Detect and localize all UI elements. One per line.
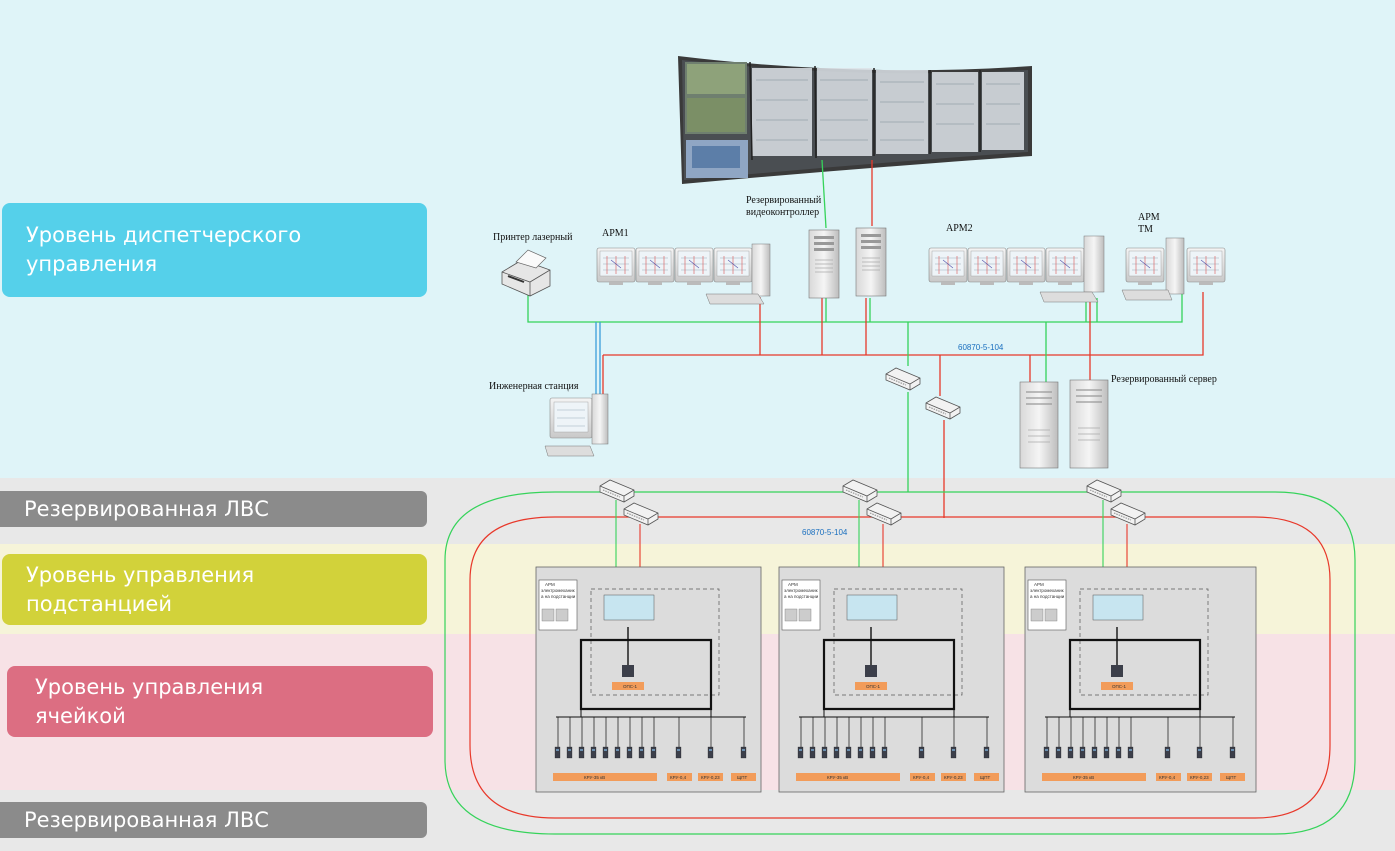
ring-switch-3b xyxy=(1110,502,1146,526)
sub3-ops: ОПС-1 xyxy=(1112,684,1126,689)
sub3-arm-line1: АРМ xyxy=(1034,582,1044,587)
engineering-station xyxy=(544,393,609,457)
sub1-label-1: КРУ-0,4 xyxy=(670,775,687,780)
sub2-ops: ОПС-1 xyxy=(866,684,880,689)
sub1-label-0: КРУ-35 кВ xyxy=(584,775,605,780)
cell-level-label: Уровень управления ячейкой xyxy=(7,666,433,737)
arm-tm-workstation xyxy=(1121,237,1226,301)
videocontroller-label-1: Резервированный xyxy=(746,195,822,206)
substation-level-label: Уровень управления подстанцией xyxy=(2,554,427,625)
arm2-label: АРМ2 xyxy=(946,223,973,234)
substation-panel-2 xyxy=(778,566,1005,793)
arm-tm-label-1: АРМ xyxy=(1138,212,1160,223)
arm1-label: АРМ1 xyxy=(602,228,629,239)
dispatch-level-text: Уровень диспетчерского управления xyxy=(26,223,302,276)
sub2-label-1: КРУ-0,4 xyxy=(913,775,930,780)
dispatch-level-label: Уровень диспетчерского управления xyxy=(2,203,427,297)
ring-switch-2b xyxy=(866,502,902,526)
sub2-arm-line3: а на подстанции xyxy=(784,594,819,599)
sub2-arm-line1: АРМ xyxy=(788,582,798,587)
sub2-label-2: КРУ-0,23 xyxy=(944,775,963,780)
sub3-label-0: КРУ-35 кВ xyxy=(1073,775,1094,780)
sub3-label-1: КРУ-0,4 xyxy=(1159,775,1176,780)
lan-bottom-label: Резервированная ЛВС xyxy=(0,802,427,838)
sub3-label-3: ЩПТ xyxy=(1226,775,1236,780)
sub1-arm-line3: а на подстанции xyxy=(541,594,576,599)
videocontroller-label-2: видеоконтроллер xyxy=(746,207,819,218)
ring-switch-1b xyxy=(623,502,659,526)
ring-switch-3a xyxy=(1086,479,1122,503)
substation-panel-1 xyxy=(535,566,762,793)
lan-top-label: Резервированная ЛВС xyxy=(0,491,427,527)
dispatch-switch-1 xyxy=(885,367,921,391)
sub1-arm-line1: АРМ xyxy=(545,582,555,587)
sub3-label-2: КРУ-0,23 xyxy=(1190,775,1209,780)
ring-switch-2a xyxy=(842,479,878,503)
substation-1-labels: АРМ электромеханик а на подстанции ОПС-1… xyxy=(541,582,747,780)
videocontroller-servers xyxy=(808,227,887,299)
laser-printer-icon xyxy=(501,249,551,297)
redundant-servers xyxy=(1019,379,1109,469)
sub1-arm-line2: электромеханик xyxy=(541,588,575,593)
sub2-label-0: КРУ-35 кВ xyxy=(827,775,848,780)
substation-panel-3 xyxy=(1024,566,1257,793)
protocol-label-ring: 60870-5-104 xyxy=(802,528,848,537)
printer-label: Принтер лазерный xyxy=(493,232,573,243)
dispatch-network-lines xyxy=(527,159,1204,518)
substation-2-labels: АРМ электромеханик а на подстанции ОПС-1… xyxy=(784,582,990,780)
protocol-label-top: 60870-5-104 xyxy=(958,343,1004,352)
sub2-arm-line2: электромеханик xyxy=(784,588,818,593)
lan-top-text: Резервированная ЛВС xyxy=(24,496,269,521)
engineering-station-label: Инженерная станция xyxy=(489,381,579,392)
lan-bottom-text: Резервированная ЛВС xyxy=(24,807,269,832)
sub3-arm-line3: а на подстанции xyxy=(1030,594,1065,599)
sub2-label-3: ЩПТ xyxy=(980,775,990,780)
redundant-server-label: Резервированный сервер xyxy=(1111,374,1217,385)
arm2-workstation xyxy=(928,235,1105,303)
sub1-label-3: ЩПТ xyxy=(737,775,747,780)
substation-3-labels: АРМ электромеханик а на подстанции ОПС-1… xyxy=(1030,582,1236,780)
arm-tm-label-2: ТМ xyxy=(1138,224,1153,235)
ring-switch-1a xyxy=(599,479,635,503)
cell-level-text: Уровень управления ячейкой xyxy=(35,674,264,728)
lan-ring xyxy=(444,491,1356,835)
video-wall xyxy=(678,56,1032,184)
dispatch-switch-2 xyxy=(925,396,961,420)
arm1-workstation xyxy=(596,243,771,305)
sub1-label-2: КРУ-0,23 xyxy=(701,775,720,780)
sub1-ops: ОПС-1 xyxy=(623,684,637,689)
substation-level-text: Уровень управления подстанцией xyxy=(26,562,255,616)
sub3-arm-line2: электромеханик xyxy=(1030,588,1064,593)
